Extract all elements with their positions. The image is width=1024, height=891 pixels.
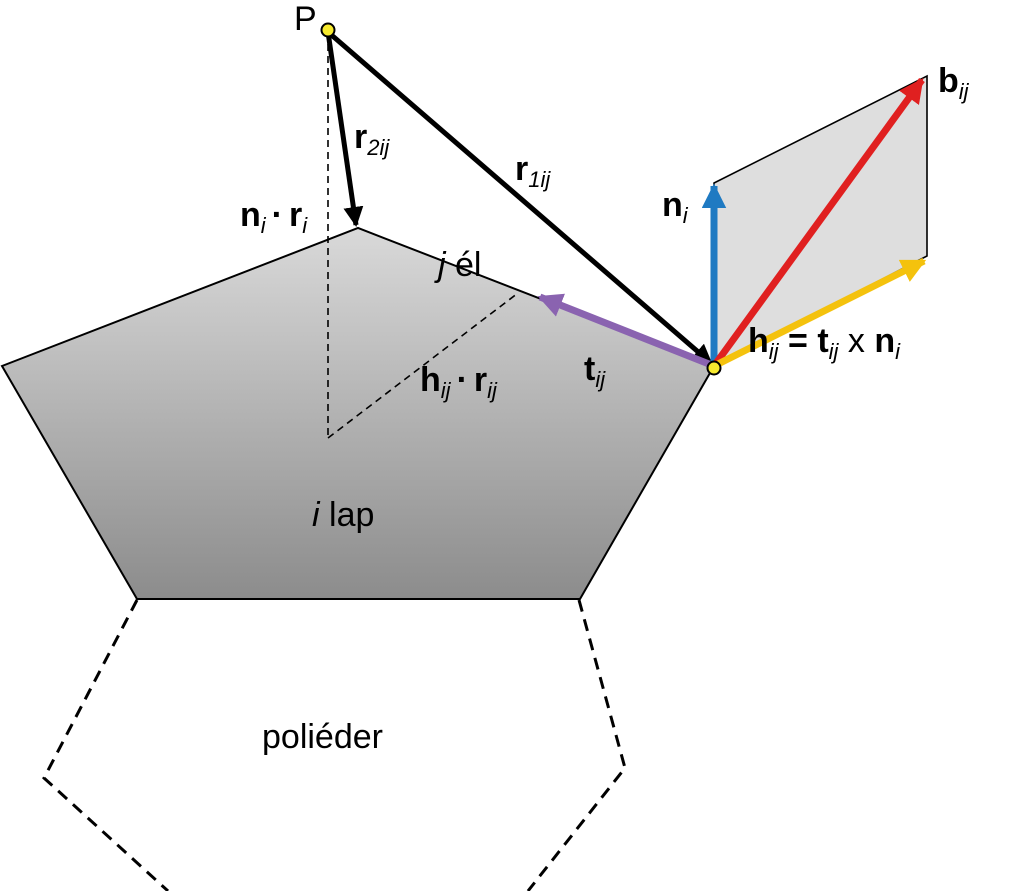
face-i-label: i lap: [312, 496, 374, 534]
r2-label: r2ij: [354, 118, 390, 160]
polyhedron-label: poliéder: [262, 718, 383, 756]
h-vector: [712, 257, 927, 370]
face-i: [0, 226, 716, 600]
r1-label: r1ij: [515, 150, 551, 192]
polyhedron-outline-right: [526, 599, 627, 891]
h-r-label: hij·rij: [420, 361, 498, 403]
n-label: ni: [662, 186, 689, 228]
t-label: tij: [584, 350, 606, 392]
edge-j-label: j él: [434, 246, 481, 284]
ni-ri-label: ni·ri: [240, 196, 308, 238]
h-formula-label: hij = tij x ni: [748, 322, 901, 364]
b-vector: [711, 77, 925, 369]
b-label: bij: [938, 62, 970, 104]
point-p-marker: [320, 22, 336, 38]
projection-line-edge: [327, 292, 519, 439]
t-vector: [537, 293, 716, 370]
r2-vector: [325, 31, 364, 227]
r1-vector: [326, 30, 713, 365]
vertex-marker: [706, 360, 722, 376]
polyhedron-outline: [42, 599, 170, 891]
point-p-label: P: [294, 0, 317, 38]
